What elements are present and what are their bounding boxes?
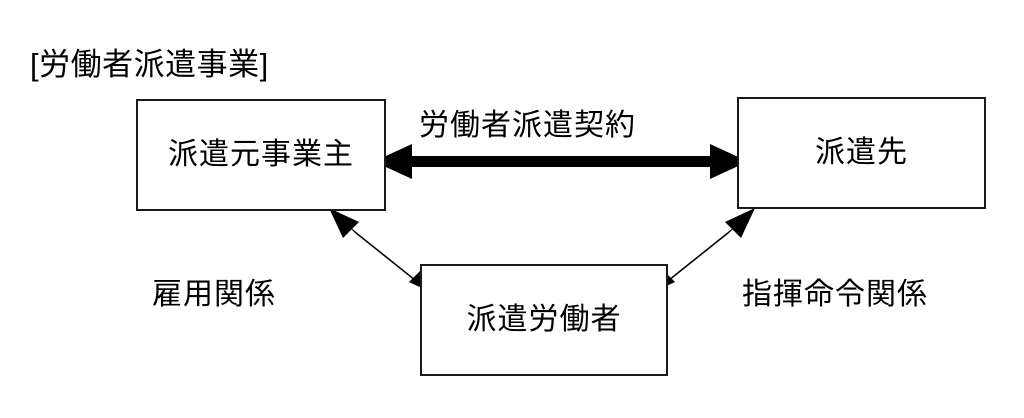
arrow-contract (374, 144, 748, 179)
edge-label-employment: 雇用関係 (152, 278, 276, 311)
node-box-worker: 派遣労働者 (420, 264, 668, 376)
page-title: [労働者派遣事業] (30, 47, 269, 82)
edge-label-command: 指揮命令関係 (742, 278, 928, 311)
node-box-client: 派遣先 (737, 97, 986, 209)
node-label-worker: 派遣労働者 (466, 303, 622, 336)
edge-label-contract: 労働者派遣契約 (419, 109, 636, 142)
node-label-client: 派遣先 (815, 136, 908, 169)
node-box-agency: 派遣元事業主 (136, 99, 386, 211)
node-label-agency: 派遣元事業主 (168, 138, 354, 171)
